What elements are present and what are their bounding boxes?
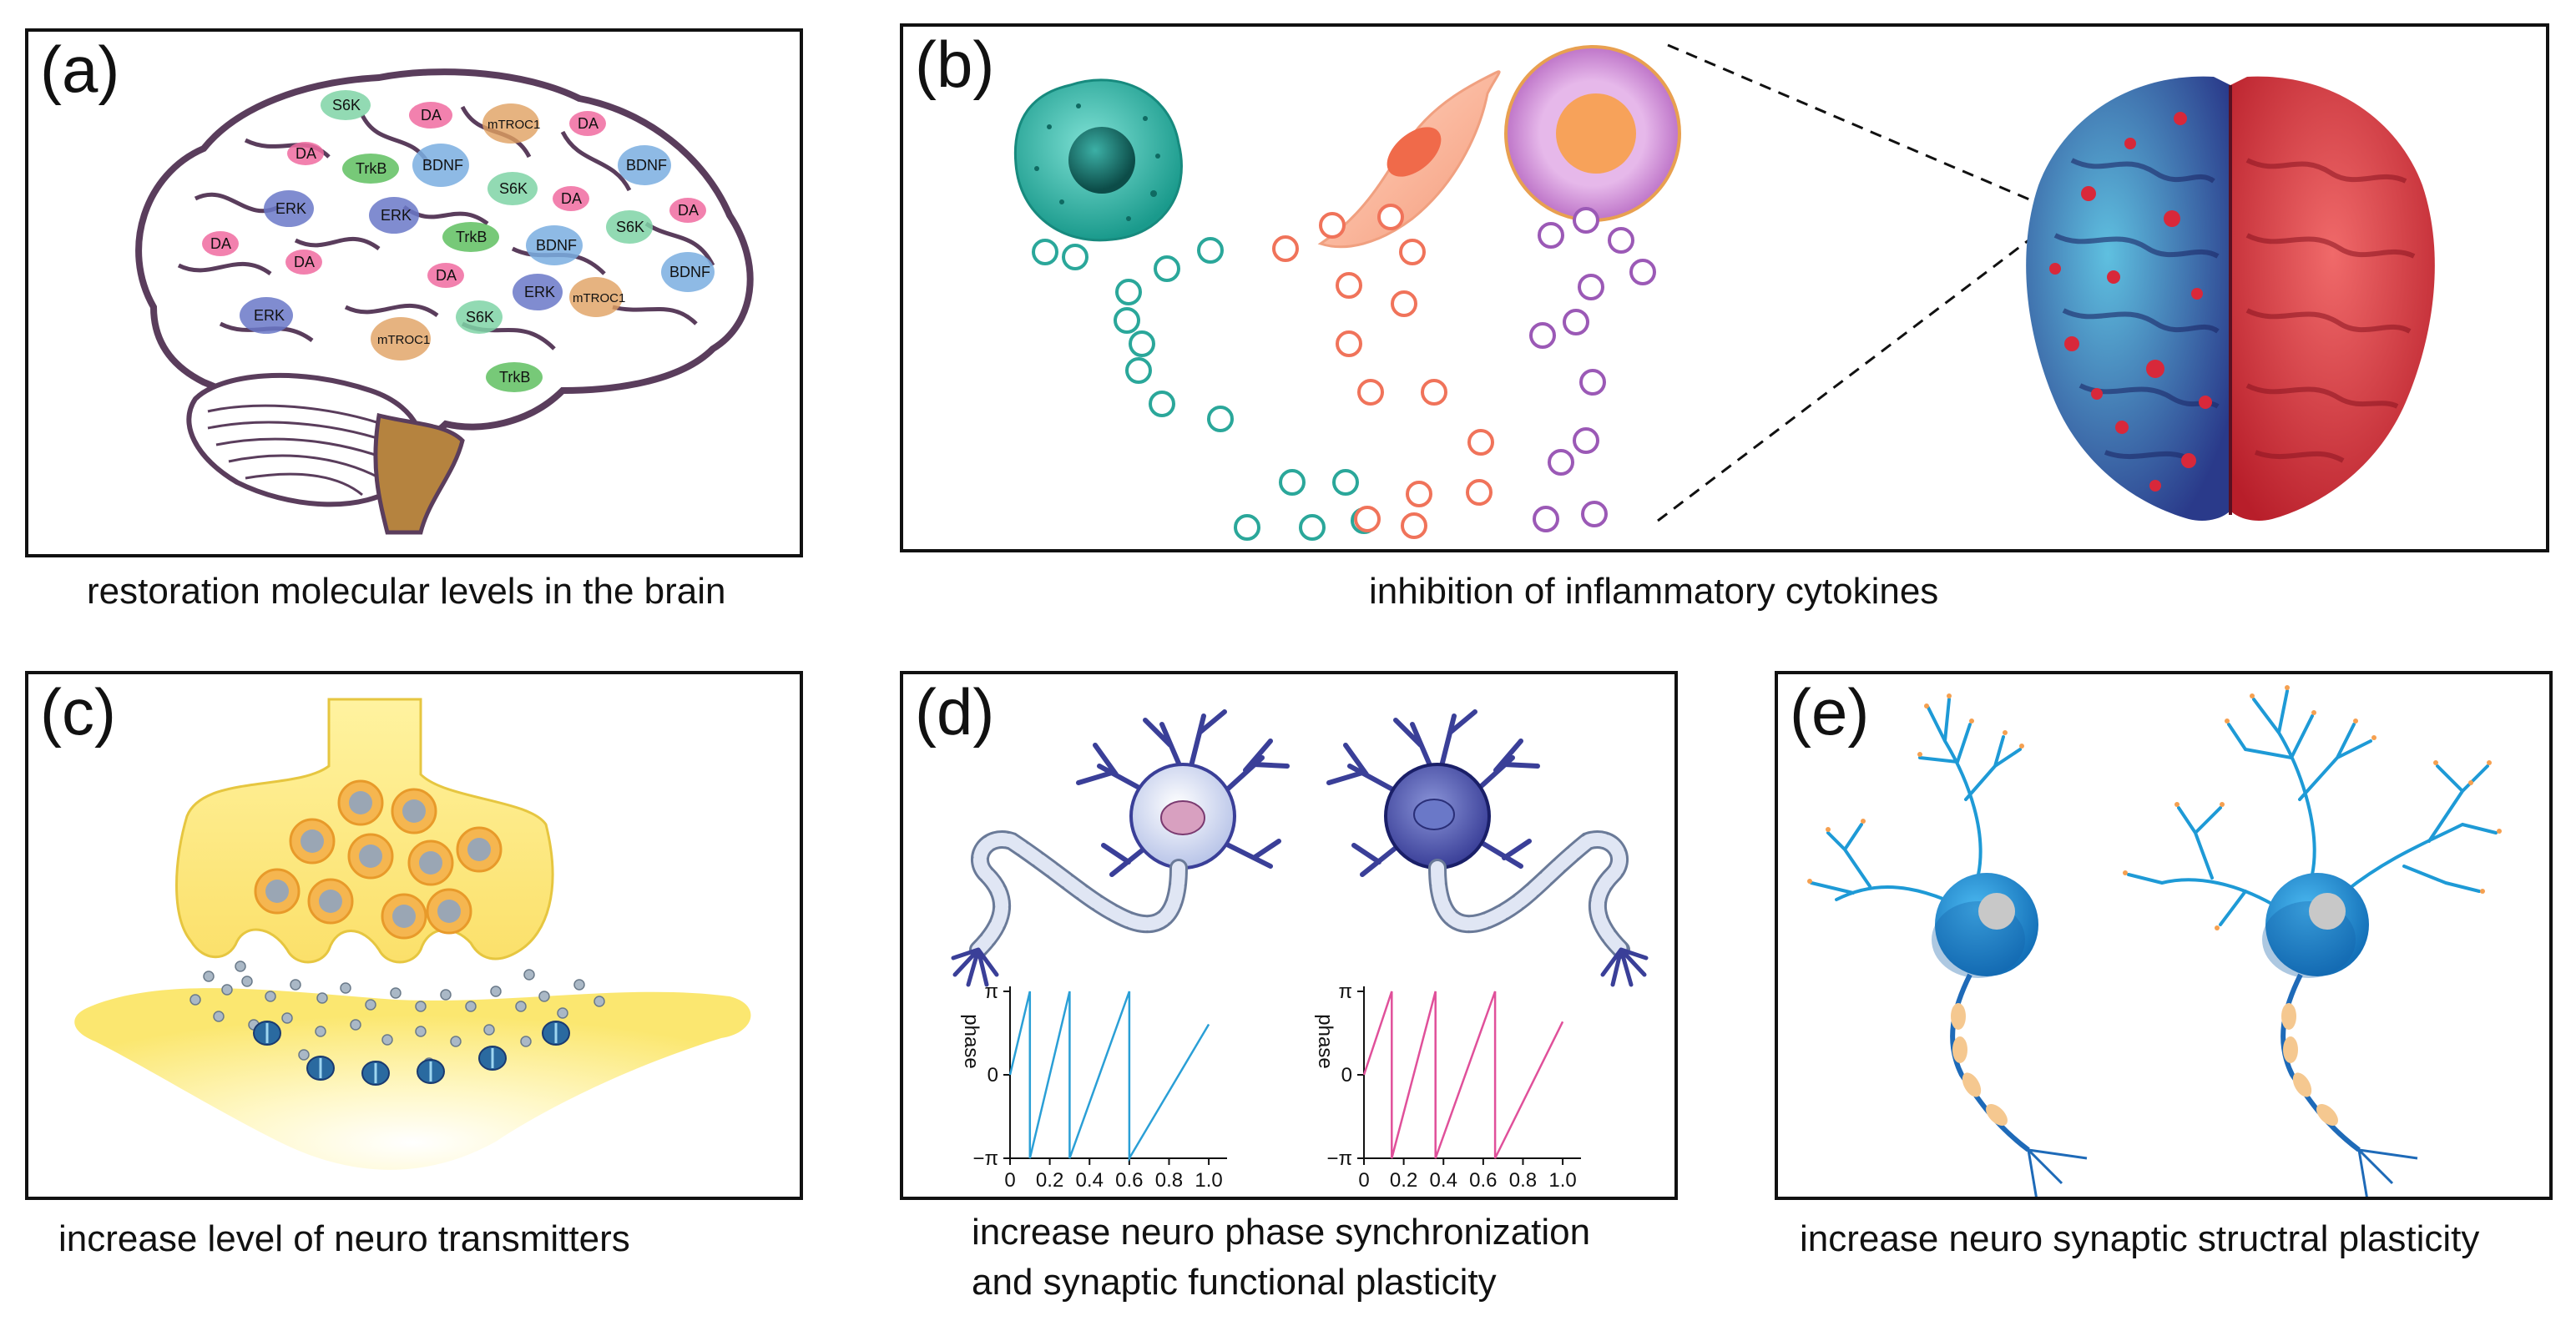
teal-cytokines [1032, 237, 1377, 541]
cytokine-illustration [1013, 43, 2435, 541]
mol-label: S6K [616, 219, 644, 235]
panel-a: (a) [25, 28, 803, 557]
neurotransmitter-particles [189, 960, 605, 1072]
phase-series-line [1362, 991, 1564, 1159]
y-axis-label: phase [1314, 1014, 1336, 1068]
panel-b-letter: (b) [915, 28, 995, 101]
panel-a-caption: restoration molecular levels in the brai… [87, 571, 726, 612]
panel-e-caption: increase neuro synaptic structral plasti… [1800, 1218, 2480, 1259]
neuron-sparse [1807, 693, 2088, 1197]
mol-label: TrkB [499, 369, 530, 386]
inflamed-brain-image [2026, 76, 2435, 521]
x-tick-label: 0.8 [1509, 1169, 1537, 1192]
mol-label: ERK [381, 207, 412, 224]
mol-label: S6K [332, 97, 361, 113]
x-tick-label: 0 [1004, 1169, 1015, 1192]
purple-immune-cell [1504, 45, 1681, 222]
panel-c-letter: (c) [40, 675, 116, 749]
callout-lines [1657, 43, 2036, 522]
salmon-fibroblast-cell [1317, 70, 1501, 249]
synapse-illustration [74, 698, 751, 1170]
brain-molecular-illustration: S6K DA mTROC1 DA DA TrkB BDNF BDNF ERK E… [135, 68, 754, 535]
panel-d-letter: (d) [915, 675, 995, 749]
x-tick-label: 0.2 [1036, 1169, 1063, 1192]
y-tick-label: −π [1326, 1147, 1352, 1170]
phase-sync-illustration: π0−π00.20.40.60.81.0time(s)phaseπ0−π00.2… [951, 709, 1649, 1200]
mol-label: DA [421, 107, 442, 124]
synaptic-vesicles [254, 779, 503, 940]
y-tick-label: −π [972, 1147, 998, 1170]
mol-label: BDNF [422, 157, 463, 174]
mol-label: BDNF [536, 237, 577, 254]
panel-b-caption: inhibition of inflammatory cytokines [1369, 571, 1939, 612]
mol-label: DA [295, 145, 316, 162]
salmon-cytokines [1272, 204, 1494, 539]
mol-label: TrkB [456, 229, 487, 245]
x-axis-label: time(s) [1083, 1199, 1144, 1200]
panel-d: (d) [900, 671, 1678, 1200]
mol-label: DA [578, 115, 599, 132]
mol-label: DA [210, 235, 231, 252]
panel-c-caption: increase level of neuro transmitters [58, 1218, 630, 1259]
y-tick-label: 0 [1341, 1064, 1352, 1087]
panel-a-letter: (a) [40, 33, 120, 106]
x-tick-label: 1.0 [1548, 1169, 1576, 1192]
purple-cytokines [1529, 207, 1656, 532]
mol-label: mTROC1 [573, 291, 625, 305]
x-tick-label: 0.6 [1115, 1169, 1143, 1192]
molecule-labels: S6K DA mTROC1 DA DA TrkB BDNF BDNF ERK E… [210, 97, 710, 386]
x-tick-label: 0.2 [1390, 1169, 1417, 1192]
panel-d-caption-line1: increase neuro phase synchronization [972, 1212, 1591, 1253]
x-tick-label: 1.0 [1195, 1169, 1222, 1192]
neuron-right [1326, 709, 1649, 987]
postsynaptic-receptors [253, 1021, 570, 1086]
brainstem [373, 412, 465, 535]
teal-immune-cell [1013, 78, 1183, 242]
x-tick-label: 0 [1358, 1169, 1369, 1192]
mol-label: mTROC1 [377, 333, 430, 347]
panel-e-letter: (e) [1790, 675, 1870, 749]
x-tick-label: 0.6 [1469, 1169, 1497, 1192]
mol-label: BDNF [669, 264, 710, 280]
mol-label: BDNF [626, 157, 667, 174]
mol-label: TrkB [356, 160, 386, 177]
mol-label: S6K [466, 309, 494, 325]
neuron-dense [2123, 685, 2502, 1197]
y-tick-label: π [1338, 981, 1352, 1003]
structural-plasticity-illustration [1807, 685, 2502, 1197]
x-tick-label: 0.4 [1430, 1169, 1457, 1192]
y-axis-label: phase [960, 1014, 982, 1068]
mol-label: ERK [275, 200, 306, 217]
x-tick-label: 0.8 [1155, 1169, 1183, 1192]
panel-c: (c) [25, 671, 803, 1200]
x-tick-label: 0.4 [1076, 1169, 1104, 1192]
y-tick-label: π [984, 981, 998, 1003]
x-axis-label: time(s) [1437, 1199, 1498, 1200]
phase-series-line [1008, 991, 1210, 1162]
mol-label: DA [436, 267, 457, 284]
presynaptic-terminal [175, 698, 554, 964]
mol-label: mTROC1 [487, 118, 540, 132]
mol-label: DA [561, 190, 582, 207]
postsynaptic-membrane [74, 988, 751, 1170]
y-tick-label: 0 [987, 1064, 998, 1087]
mol-label: S6K [499, 180, 528, 197]
mol-label: DA [678, 202, 699, 219]
mol-label: DA [294, 254, 315, 270]
neuron-left [951, 709, 1290, 987]
molecule-blobs [202, 90, 715, 392]
panel-e: (e) [1775, 671, 2553, 1200]
panel-b: (b) [900, 23, 2549, 552]
panel-d-caption-line2: and synaptic functional plasticity [972, 1262, 1497, 1303]
mol-label: ERK [254, 307, 285, 324]
mol-label: ERK [524, 284, 555, 300]
